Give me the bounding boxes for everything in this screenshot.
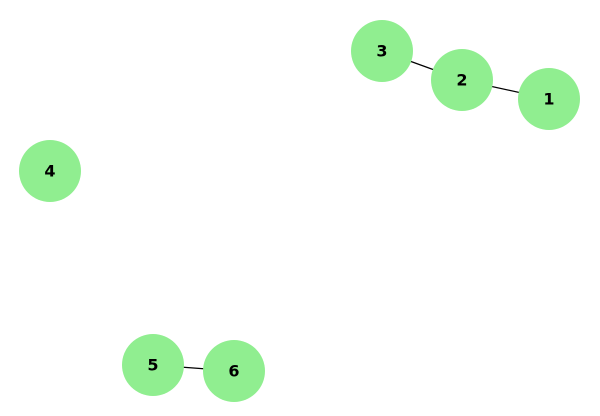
node-2: 2 [431, 49, 493, 111]
node-3: 3 [351, 20, 413, 82]
node-circle-1 [518, 68, 580, 130]
node-4: 4 [19, 140, 81, 202]
node-1: 1 [518, 68, 580, 130]
node-label-3: 3 [376, 42, 387, 61]
node-circle-6 [203, 340, 265, 402]
node-label-6: 6 [228, 362, 239, 381]
node-circle-5 [122, 334, 184, 396]
node-6: 6 [203, 340, 265, 402]
node-5: 5 [122, 334, 184, 396]
nodes-layer: 1 2 3 4 5 6 [19, 20, 580, 402]
node-circle-3 [351, 20, 413, 82]
edges-layer [152, 50, 550, 372]
node-label-5: 5 [147, 356, 158, 375]
node-label-1: 1 [543, 90, 554, 109]
node-circle-4 [19, 140, 81, 202]
node-label-2: 2 [456, 71, 467, 90]
node-circle-2 [431, 49, 493, 111]
node-label-4: 4 [44, 162, 55, 181]
